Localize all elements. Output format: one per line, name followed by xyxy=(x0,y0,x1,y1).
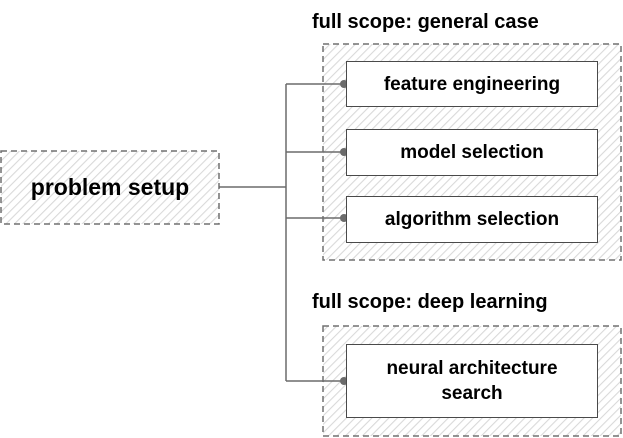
node-neural-architecture-search: neural architecture search xyxy=(346,344,598,418)
connectors xyxy=(219,83,345,382)
node-model-selection: model selection xyxy=(346,129,598,176)
node-algorithm-selection: algorithm selection xyxy=(346,196,598,243)
group-title-general-case: full scope: general case xyxy=(312,11,539,33)
node-feature-engineering: feature engineering xyxy=(346,61,598,107)
group-title-deep-learning: full scope: deep learning xyxy=(312,291,548,313)
root-container xyxy=(0,150,220,225)
root-node-label: problem setup xyxy=(30,174,190,200)
